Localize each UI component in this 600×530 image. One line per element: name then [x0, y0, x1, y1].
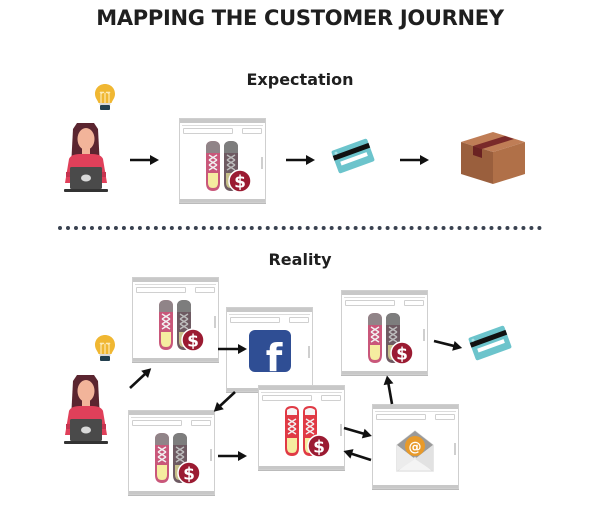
browser-window-product-1: [132, 277, 219, 362]
section-divider: [58, 226, 542, 230]
arrow-product-1-to-facebook: [216, 342, 249, 356]
email-envelope-icon: @: [395, 430, 435, 472]
shipping-box-icon: [461, 132, 525, 184]
arrow-email-to-red-sneakers: [340, 444, 374, 467]
expectation-heading: Expectation: [246, 70, 354, 89]
browser-window-email: @: [372, 404, 459, 489]
arrow-email-to-product-2: [380, 373, 399, 407]
arrow-person-to-product-1: [125, 363, 156, 393]
svg-text:@: @: [409, 440, 422, 455]
browser-window-product-2: [341, 290, 428, 375]
arrow-red-sneakers-to-email: [341, 421, 375, 443]
arrow-facebook-to-product-3: [209, 387, 240, 417]
arrow-product-2-to-card: [431, 334, 465, 355]
arrow-product-3-to-red-sneakers: [216, 449, 249, 463]
facebook-icon: f: [249, 330, 291, 380]
reality-heading: Reality: [268, 250, 332, 269]
svg-text:f: f: [266, 336, 283, 380]
browser-window-red-sneakers: [258, 385, 345, 470]
browser-window-product-3: [128, 410, 215, 495]
page-title: MAPPING THE CUSTOMER JOURNEY: [96, 6, 504, 30]
browser-window-product: [179, 118, 266, 203]
